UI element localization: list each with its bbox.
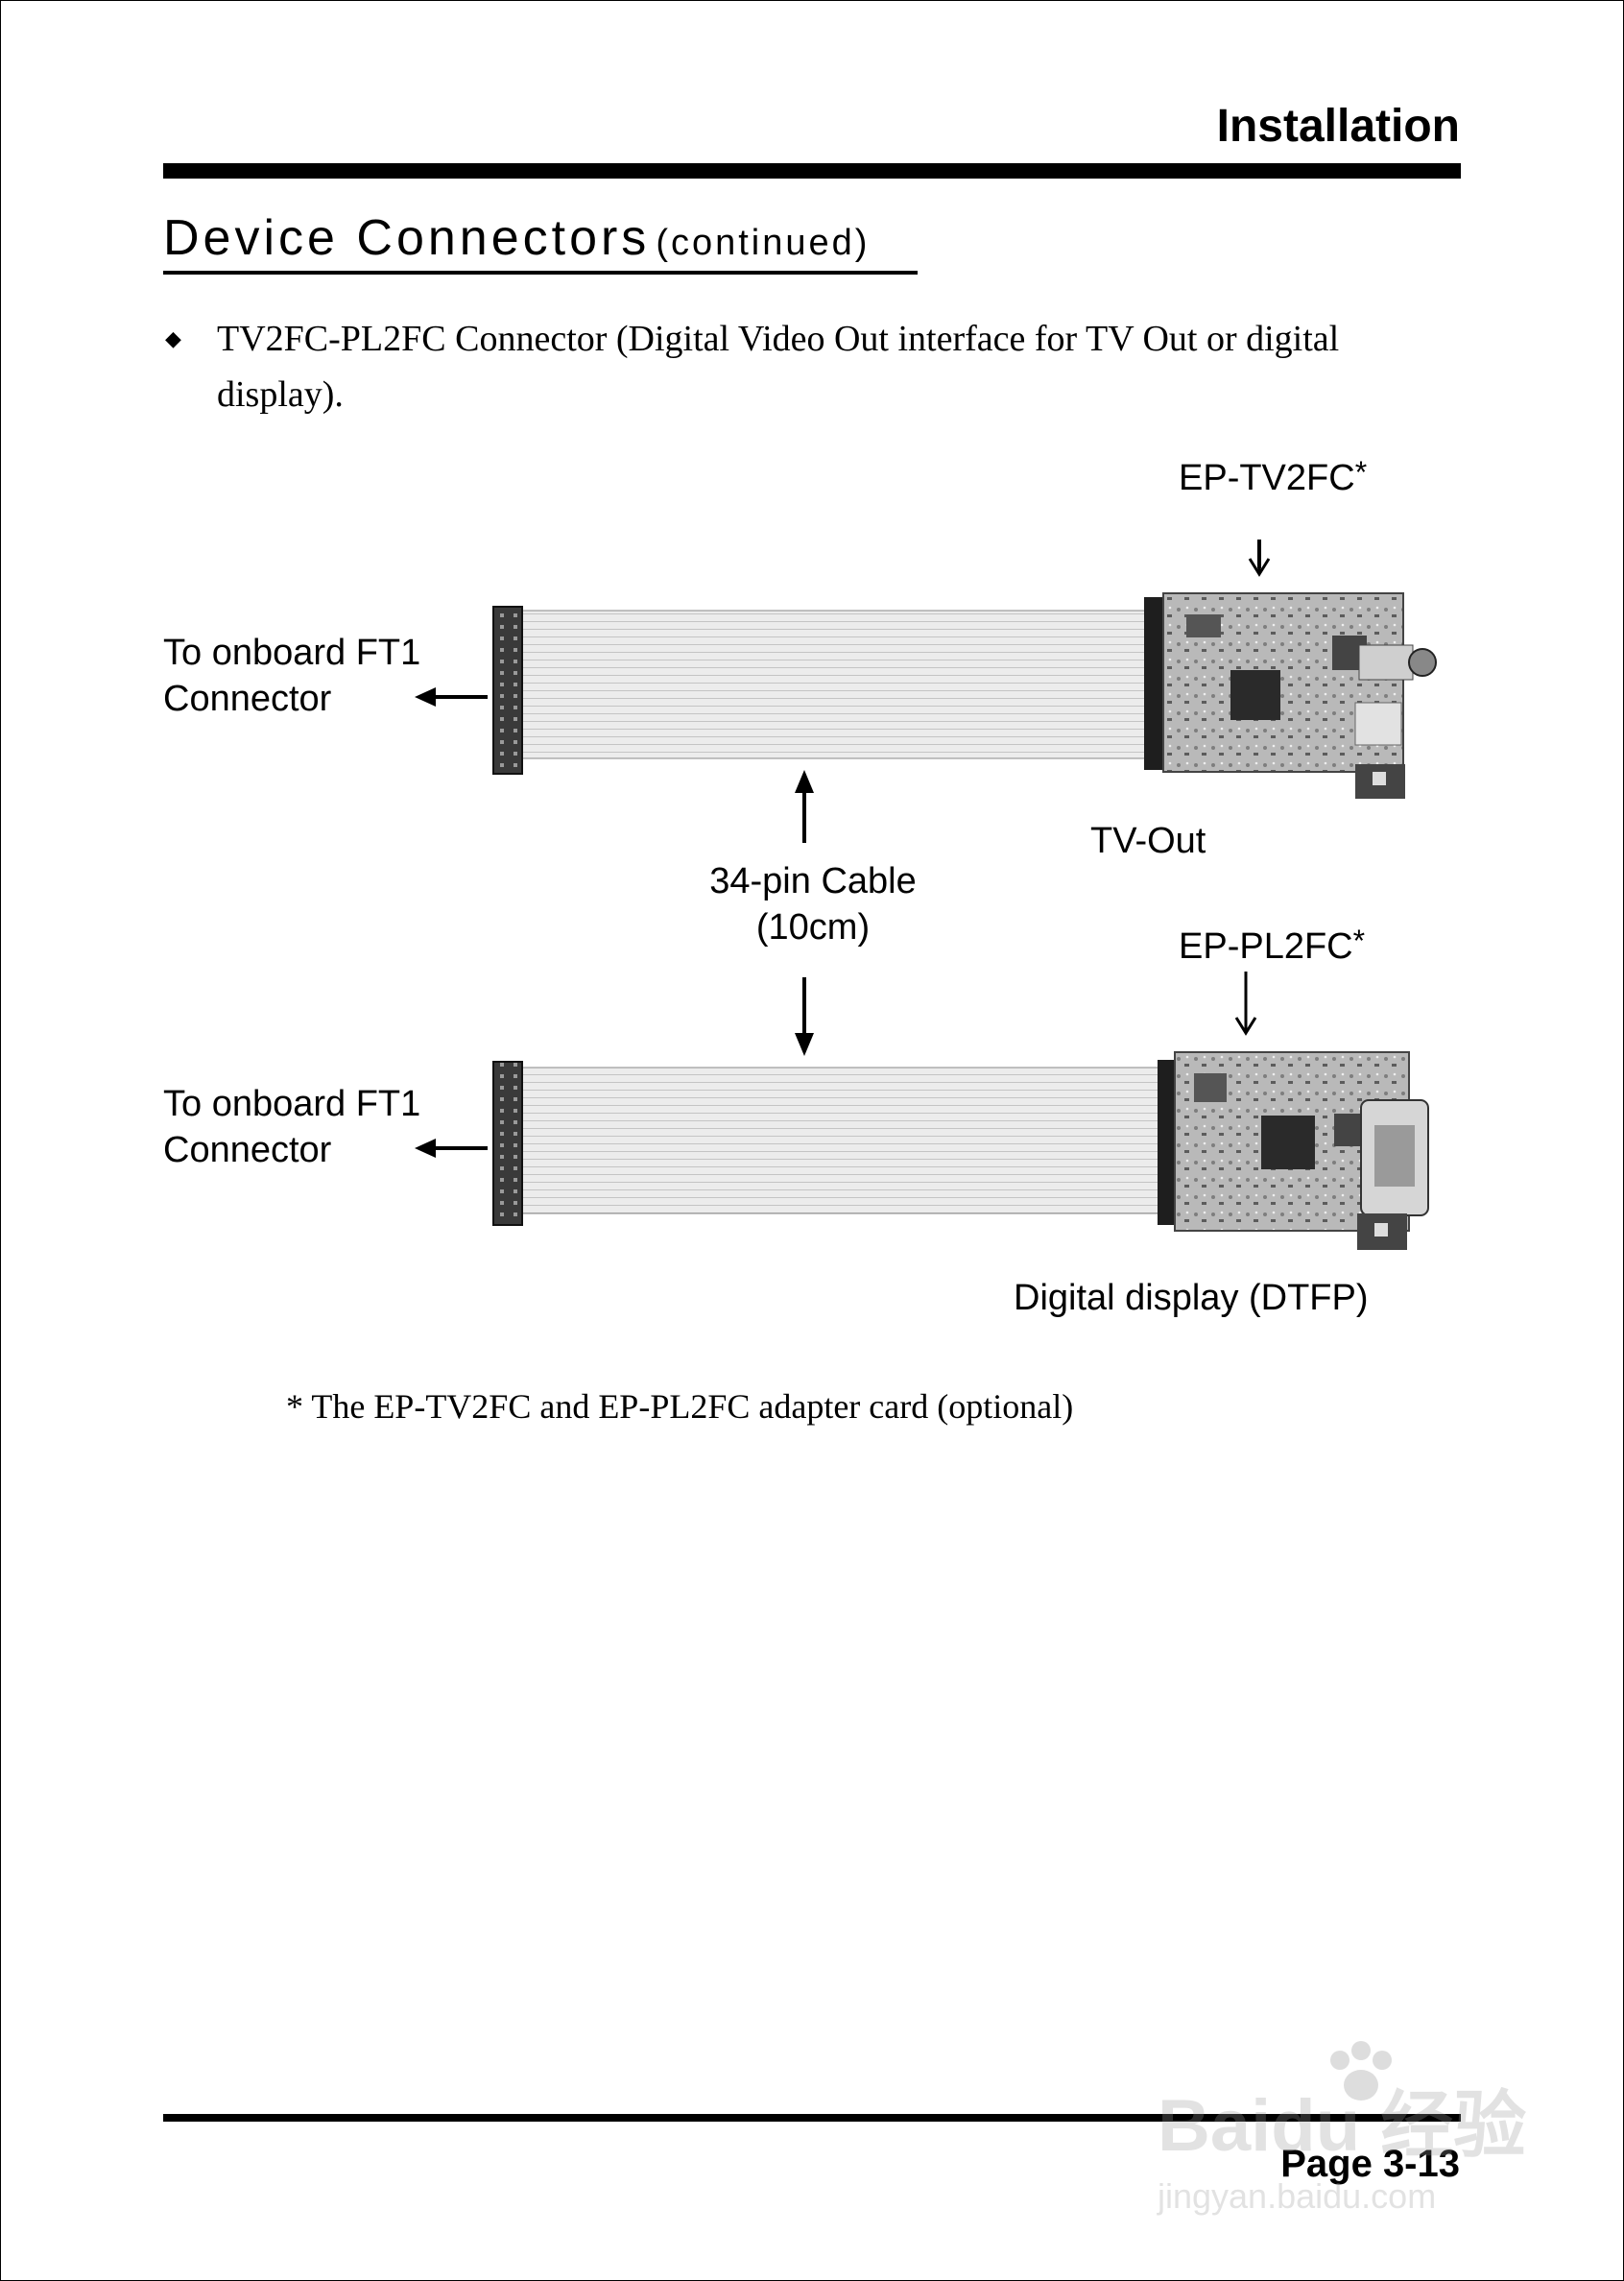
label-cable: 34-pin Cable (10cm) [705,858,921,950]
header-rule [163,163,1461,179]
footer-rule [163,2114,1461,2122]
bullet-text: TV2FC-PL2FC Connector (Digital Video Out… [217,319,1340,415]
header-title: Installation [1216,101,1460,152]
asterisk: * [1354,455,1368,490]
footnote: * The EP-TV2FC and EP-PL2FC adapter card… [286,1387,1074,1426]
label-tv-out: TV-Out [1090,821,1206,861]
label-ep-pl2fc-text: EP-PL2FC [1179,926,1353,967]
label-cable-line1: 34-pin Cable [709,861,917,901]
label-ep-pl2fc: EP-PL2FC* [1179,924,1365,970]
label-onboard-top-line2: Connector [163,679,332,719]
label-onboard-bottom-line1: To onboard FT1 [163,1084,421,1124]
section-heading: Device Connectors(continued) [163,209,918,275]
section-heading-main: Device Connectors [163,210,651,266]
section-heading-sub: (continued) [656,223,871,263]
label-onboard-bottom-line2: Connector [163,1130,332,1170]
label-ep-tv2fc: EP-TV2FC* [1179,455,1367,501]
label-digital-display: Digital display (DTFP) [1014,1278,1369,1318]
watermark-line1: Baidu 经验 [1158,2085,1526,2167]
page-number: Page 3-13 [1280,2143,1460,2185]
baidu-watermark-logo: Baidu 经验 jingyan.baidu.com [1157,2041,1526,2216]
label-ep-tv2fc-text: EP-TV2FC [1179,458,1355,498]
bullet-diamond-icon: ◆ [165,326,181,350]
label-onboard-top-line1: To onboard FT1 [163,633,421,673]
asterisk: * [1352,924,1366,958]
watermark-line2: jingyan.baidu.com [1157,2176,1436,2216]
label-cable-line2: (10cm) [755,907,871,948]
